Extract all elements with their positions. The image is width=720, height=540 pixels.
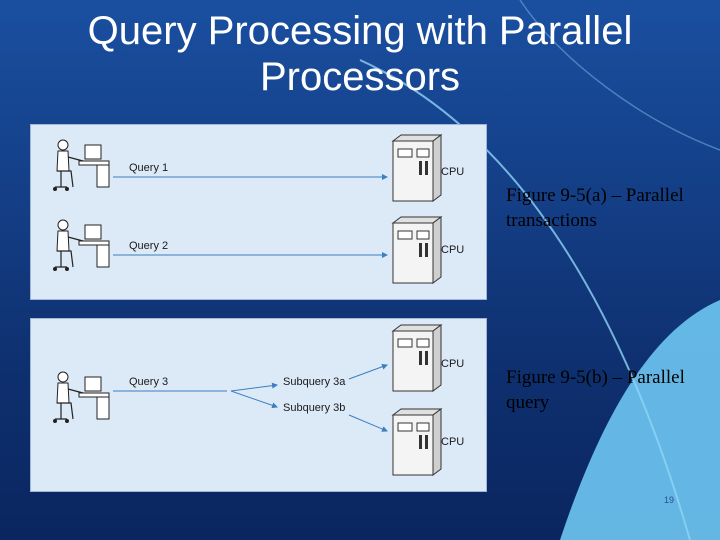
subquery-3b-arrow <box>348 414 388 432</box>
figure-b-caption: Figure 9-5(b) – Parallel query <box>506 367 685 413</box>
user-workstation-1 <box>52 139 110 192</box>
cpu-server-1 <box>392 134 442 202</box>
cpu-server-4 <box>392 408 442 476</box>
subquery-3b-label: Subquery 3b <box>283 402 345 414</box>
cpu-2-label: CPU <box>441 244 464 256</box>
cpu-3-label: CPU <box>441 358 464 370</box>
user-workstation-3 <box>52 371 110 424</box>
cpu-4-label: CPU <box>441 436 464 448</box>
query-3-label: Query 3 <box>129 376 168 388</box>
figure-a-panel: Query 1 Query 2 CPU CPU <box>30 124 487 300</box>
query-2-label: Query 2 <box>129 240 168 252</box>
page-number: 19 <box>664 495 675 505</box>
split-arrow-a <box>230 382 278 392</box>
cpu-1-label: CPU <box>441 166 464 178</box>
figure-b-panel: Query 3 Subquery 3a Subquery 3b CPU CPU <box>30 318 487 492</box>
slide-title: Query Processing with Parallel Processor… <box>87 9 633 99</box>
query-1-label: Query 1 <box>129 162 168 174</box>
figure-a-caption: Figure 9-5(a) – Parallel transactions <box>506 185 684 231</box>
cpu-server-2 <box>392 216 442 284</box>
subquery-3a-label: Subquery 3a <box>283 376 346 388</box>
user-workstation-2 <box>52 219 110 272</box>
subquery-3a-arrow <box>348 363 388 380</box>
cpu-server-3 <box>392 324 442 392</box>
split-arrow-b <box>230 390 278 409</box>
